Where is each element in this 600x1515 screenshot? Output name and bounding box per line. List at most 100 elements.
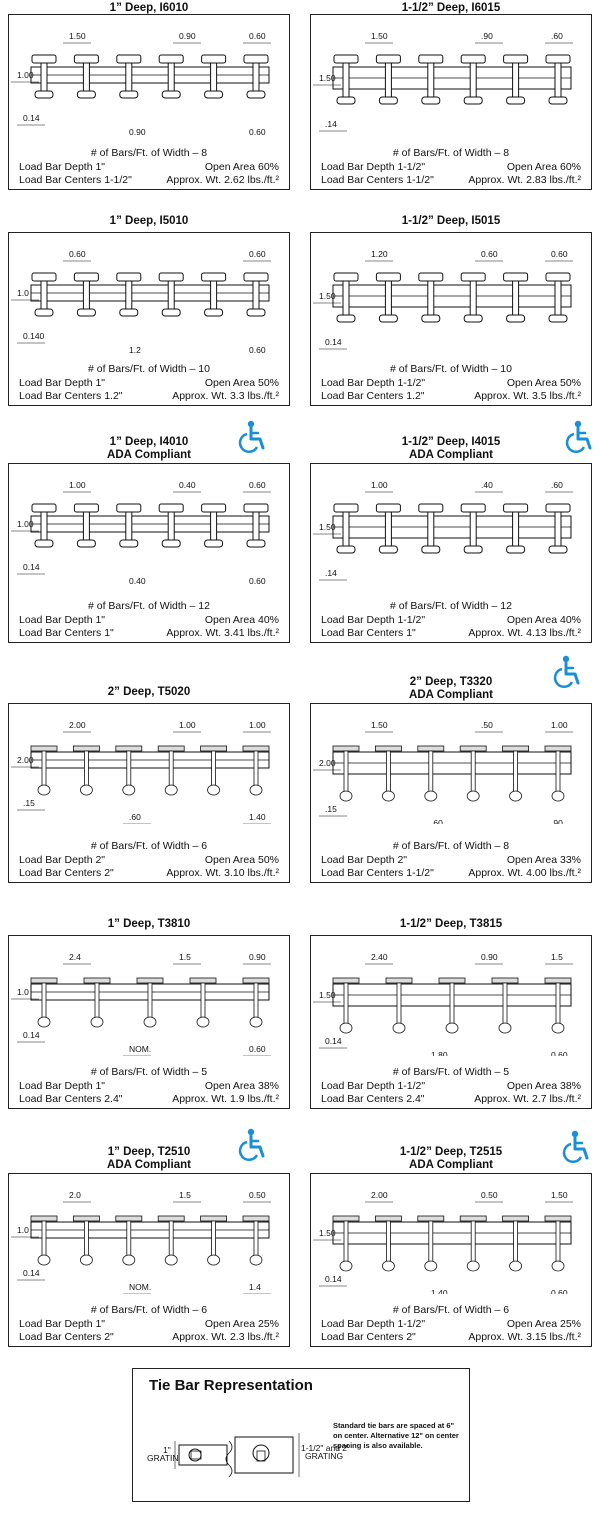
dimension-label: 1.50 <box>69 31 86 41</box>
dimension-label: NOM. <box>129 1282 151 1292</box>
load-bar <box>30 977 58 1028</box>
spec-row: Load Bar Centers 2"Approx. Wt. 3.10 lbs.… <box>19 867 279 879</box>
dimension-label: 1.40 <box>249 812 266 822</box>
spec-row: Load Bar Depth 1-1/2"Open Area 50% <box>321 377 581 389</box>
spec-row: Load Bar Depth 1"Open Area 50% <box>19 377 279 389</box>
dimension-label: 1.00 <box>179 720 196 730</box>
dimension-label: .15 <box>325 804 337 814</box>
load-bar <box>332 745 360 802</box>
approx-weight: Approx. Wt. 3.15 lbs./ft.² <box>468 1331 581 1343</box>
load-bar-centers: Load Bar Centers 1.2" <box>19 390 123 402</box>
load-bar <box>115 1215 143 1266</box>
dimension-label: 0.60 <box>249 127 266 135</box>
tie-bar-title: Tie Bar Representation <box>149 1377 313 1394</box>
left-label-1: 1" <box>163 1445 171 1455</box>
spec-row: Load Bar Depth 1-1/2"Open Area 60% <box>321 161 581 173</box>
load-bar <box>417 745 445 802</box>
load-bar <box>189 977 217 1028</box>
bars-per-foot: # of Bars/Ft. of Width – 6 <box>90 840 208 852</box>
load-bar <box>418 503 444 554</box>
dimension-label: 0.140 <box>23 331 45 341</box>
load-bar <box>545 272 571 323</box>
dimension-label: 1.50 <box>371 31 388 41</box>
approx-weight: Approx. Wt. 2.62 lbs./ft.² <box>166 174 279 186</box>
dimension-label: .40 <box>431 582 443 584</box>
dimension-label: 1.0 <box>17 987 29 997</box>
bars-per-foot: # of Bars/Ft. of Width – 8 <box>90 147 208 159</box>
load-bar <box>116 272 142 317</box>
bars-per-foot: # of Bars/Ft. of Width – 6 <box>90 1304 208 1316</box>
bars-per-foot: # of Bars/Ft. of Width – 10 <box>88 363 210 375</box>
spec-row: Load Bar Depth 1"Open Area 25% <box>19 1318 279 1330</box>
ada-compliant-label: ADA Compliant <box>107 449 191 461</box>
approx-weight: Approx. Wt. 1.9 lbs./ft.² <box>172 1093 279 1105</box>
spec-row: Load Bar Centers 1"Approx. Wt. 4.13 lbs.… <box>321 627 581 639</box>
load-bar <box>201 272 227 317</box>
dimension-label: 2.0 <box>69 1190 81 1200</box>
spec-row: Load Bar Depth 2"Open Area 50% <box>19 854 279 866</box>
grating-cross-section-diagram: 1.50.90.601.50.14.90.60 <box>313 31 573 135</box>
load-bar <box>332 1215 360 1272</box>
open-area: Open Area 38% <box>506 1080 581 1092</box>
load-bar <box>30 1215 58 1266</box>
dimension-label: 1.2 <box>129 345 141 353</box>
dimension-label: 0.14 <box>23 113 40 123</box>
load-bar-depth: Load Bar Depth 2" <box>19 854 106 866</box>
load-bar <box>491 977 519 1034</box>
ada-compliant-label: ADA Compliant <box>409 1159 493 1171</box>
open-area: Open Area 40% <box>506 614 581 626</box>
dimension-label: 0.60 <box>249 345 266 353</box>
load-bar <box>460 503 486 554</box>
load-bar-depth: Load Bar Depth 1-1/2" <box>321 161 426 173</box>
dimension-label: 0.50 <box>249 1190 266 1200</box>
spec-row: Load Bar Centers 2"Approx. Wt. 2.3 lbs./… <box>19 1331 279 1343</box>
dimension-label: 2.00 <box>69 720 86 730</box>
approx-weight: Approx. Wt. 3.5 lbs./ft.² <box>474 390 581 402</box>
dimension-label: 0.60 <box>481 249 498 259</box>
load-bar <box>417 1215 445 1272</box>
load-bar <box>333 54 359 105</box>
open-area: Open Area 40% <box>204 614 279 626</box>
dimension-label: 1.80 <box>431 1050 448 1056</box>
load-bar <box>545 503 571 554</box>
dimension-label: 0.60 <box>69 249 86 259</box>
dimension-label: 1.50 <box>551 1190 568 1200</box>
ada-compliant-label: ADA Compliant <box>409 449 493 461</box>
dimension-label: 1.20 <box>371 249 388 259</box>
load-bar <box>73 745 100 796</box>
panel-title: 1-1/2” Deep, T3815 <box>310 918 592 931</box>
load-bar-centers: Load Bar Centers 1-1/2" <box>321 867 434 879</box>
panel-heading: 1” Deep, I4010 <box>109 436 189 448</box>
dimension-label: 0.14 <box>325 1274 342 1284</box>
load-bar-depth: Load Bar Depth 1" <box>19 1318 106 1330</box>
spec-row: Load Bar Depth 1-1/2"Open Area 25% <box>321 1318 581 1330</box>
dimension-label: 0.60 <box>551 249 568 259</box>
load-bar-depth: Load Bar Depth 1" <box>19 1080 106 1092</box>
right-label-1: 1-1/2" and 2" <box>301 1443 350 1453</box>
load-bar <box>158 272 184 317</box>
dimension-label: 1.0 <box>17 1225 29 1235</box>
open-area: Open Area 50% <box>204 377 279 389</box>
load-bar <box>116 503 142 548</box>
dimension-label: 1.00 <box>17 70 34 80</box>
load-bar <box>201 503 227 548</box>
panel-heading: 1-1/2” Deep, I5015 <box>401 215 501 227</box>
panel-heading: 2” Deep, T5020 <box>107 686 191 698</box>
load-bar-depth: Load Bar Depth 1" <box>19 614 106 626</box>
dimension-label: 0.14 <box>325 1036 342 1046</box>
spec-row: Load Bar Centers 2"Approx. Wt. 3.15 lbs.… <box>321 1331 581 1343</box>
load-bar <box>31 54 57 99</box>
spec-row: Load Bar Depth 1" Open Area 40% <box>19 614 279 626</box>
spec-row: Load Bar Centers 1-1/2"Approx. Wt. 4.00 … <box>321 867 581 879</box>
dimension-label: 0.60 <box>249 31 266 41</box>
